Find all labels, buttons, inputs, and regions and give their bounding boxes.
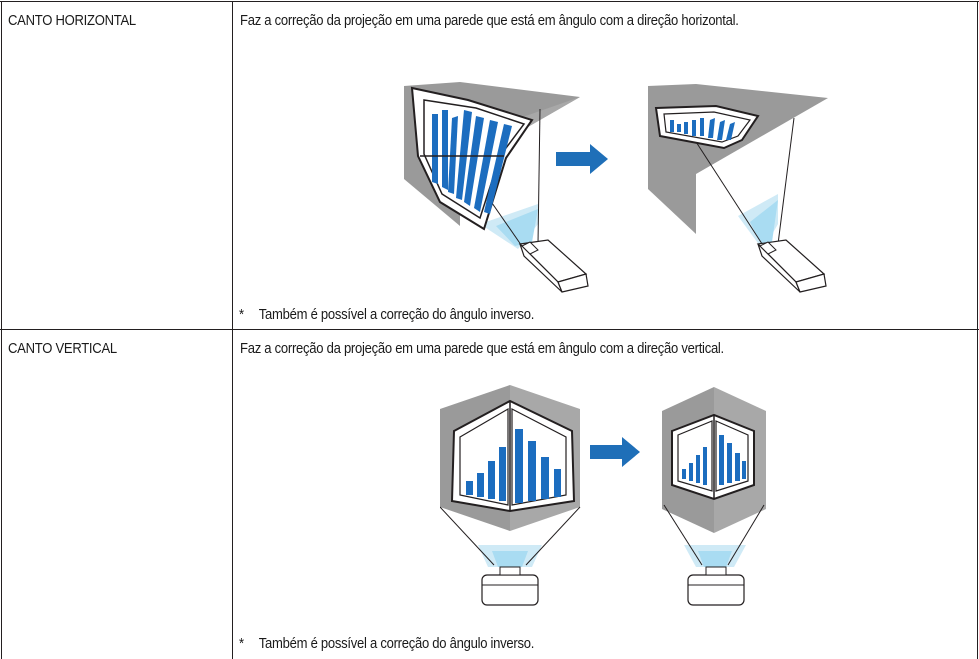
row-description-horizontal: Faz a correção da projeção em uma parede… xyxy=(240,13,739,29)
table-border-right xyxy=(977,1,978,659)
row-description-vertical: Faz a correção da projeção em uma parede… xyxy=(240,341,724,357)
row-label-vertical: CANTO VERTICAL xyxy=(8,341,117,357)
column-divider xyxy=(232,1,233,659)
table-border-top xyxy=(0,1,979,2)
arrow-right-icon xyxy=(556,144,608,174)
table-border-left xyxy=(1,1,2,659)
projector-icon xyxy=(518,239,589,293)
projector-icon xyxy=(481,566,539,606)
note-vertical: * Também é possível a correção do ângulo … xyxy=(239,636,534,652)
row-label-horizontal: CANTO HORIZONTAL xyxy=(8,13,136,29)
vertical-after-scene xyxy=(662,387,766,606)
note-marker: * xyxy=(239,307,244,323)
projector-icon xyxy=(756,239,827,293)
horizontal-before-scene xyxy=(404,82,589,293)
horizontal-after-scene xyxy=(648,84,828,293)
projector-icon xyxy=(687,566,745,606)
row-divider xyxy=(0,329,979,330)
horizontal-corner-illustration xyxy=(404,82,828,293)
note-marker: * xyxy=(239,636,244,652)
note-text: Também é possível a correção do ângulo i… xyxy=(258,307,535,323)
arrow-right-icon xyxy=(590,437,640,467)
note-text: Também é possível a correção do ângulo i… xyxy=(258,636,535,652)
note-horizontal: * Também é possível a correção do ângulo … xyxy=(239,307,534,323)
vertical-corner-illustration xyxy=(440,385,766,606)
vertical-before-scene xyxy=(440,385,581,606)
